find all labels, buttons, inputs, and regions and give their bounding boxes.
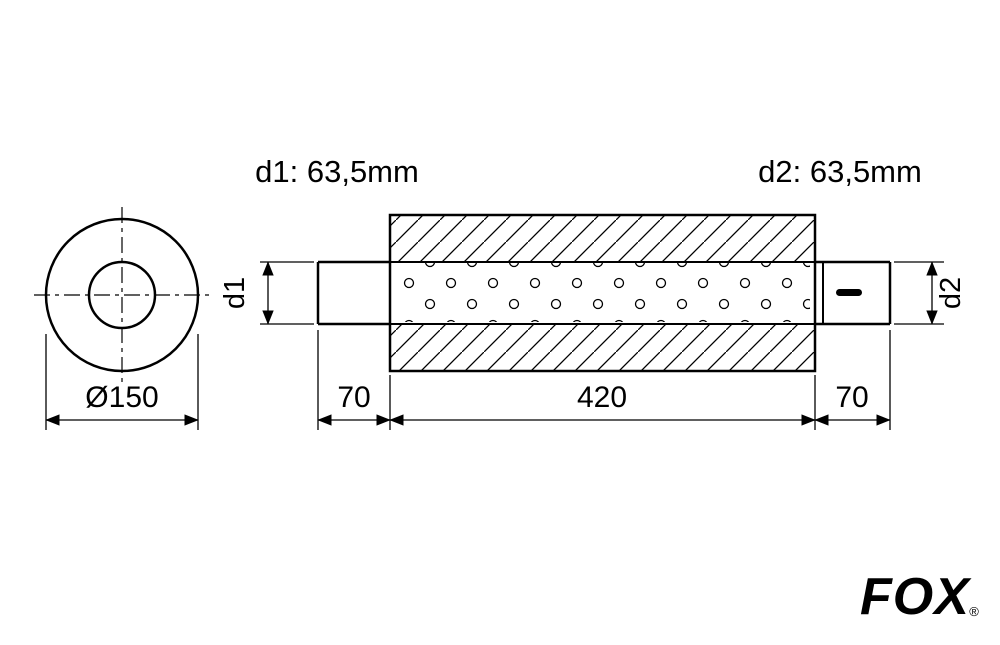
d1-axis-label: d1 [219, 277, 251, 309]
length-right-label: 70 [835, 381, 868, 414]
muffler-body-outline [388, 213, 817, 373]
fox-logo-text: FOX [860, 568, 972, 626]
dimension-lengths: 70 420 70 [317, 330, 891, 430]
clamp-slot [836, 289, 862, 296]
hatching-top [390, 215, 815, 262]
dimension-d2: d2 [894, 261, 967, 325]
registered-trademark-icon: ® [969, 604, 979, 619]
d2-value-label: d2: 63,5mm [758, 154, 922, 189]
length-left-label: 70 [337, 381, 370, 414]
outlet-pipe [815, 260, 892, 326]
dimension-diameter: Ø150 [45, 334, 199, 430]
hatching-bottom [390, 324, 815, 371]
dimension-d1: d1 [219, 261, 314, 325]
fox-logo: FOX ® [860, 568, 979, 626]
perforated-tube [396, 263, 810, 322]
d2-axis-label: d2 [935, 277, 967, 309]
front-view: Ø150 [34, 207, 210, 430]
diameter-label: Ø150 [85, 381, 158, 414]
length-body-label: 420 [577, 381, 627, 414]
inlet-pipe [316, 260, 390, 326]
d1-value-label: d1: 63,5mm [255, 154, 419, 189]
side-view [316, 213, 892, 373]
